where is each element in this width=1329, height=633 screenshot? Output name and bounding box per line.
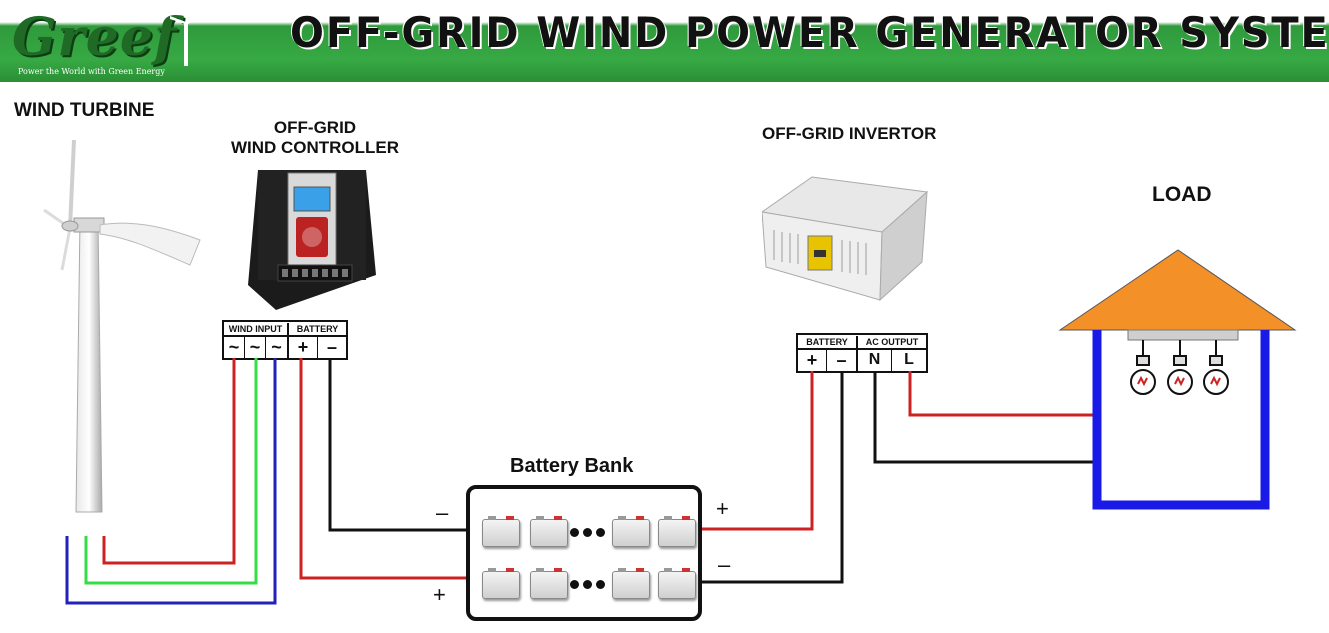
wire-invertor-minus <box>702 371 844 584</box>
invertor-terminal-plus: + <box>798 350 827 371</box>
invertor-terminal-l: L <box>904 351 914 368</box>
ellipsis-dot <box>570 580 579 589</box>
wind-controller-device <box>248 170 376 310</box>
wind-turbine-illustration <box>43 140 201 513</box>
invertor-terminal-minus: – <box>827 350 858 371</box>
controller-label-line2: WIND CONTROLLER <box>230 138 400 157</box>
load-label: LOAD <box>1152 183 1212 206</box>
battery-bank-box <box>466 485 702 621</box>
wire-controller-minus <box>328 358 466 532</box>
terminal-ac-2: ~ <box>245 337 266 358</box>
terminal-ac-1: ~ <box>224 337 245 358</box>
wire-invertor-plus <box>702 371 814 531</box>
invertor-battery-header: BATTERY <box>798 336 858 350</box>
wind-turbine-logo-icon <box>170 8 204 66</box>
battery-cell <box>482 568 520 599</box>
terminal-ac-3: ~ <box>266 337 289 358</box>
controller-label: OFF-GRID WIND CONTROLLER <box>210 118 420 158</box>
controller-terminal-minus: – <box>326 337 337 357</box>
controller-label-line1: OFF-GRID <box>273 118 357 137</box>
invertor-terminal-strip: BATTERY AC OUTPUT + – N L <box>796 333 928 373</box>
battery-cell <box>658 568 696 599</box>
wire-red-ac <box>102 358 236 565</box>
controller-battery-header: BATTERY <box>289 323 346 337</box>
battery-cell <box>612 516 650 547</box>
bank-right-plus-sign: + <box>716 496 729 521</box>
battery-cell <box>530 516 568 547</box>
bank-left-minus-sign: – <box>436 500 449 525</box>
logo-tagline: Power the World with Green Energy <box>18 67 165 76</box>
wind-turbine-label: WIND TURBINE <box>14 100 155 121</box>
ellipsis-dot <box>583 528 592 537</box>
ellipsis-dot <box>583 580 592 589</box>
bank-right-minus-sign: – <box>718 552 731 577</box>
controller-terminal-strip: WIND INPUT BATTERY ~ ~ ~ + – <box>222 320 348 360</box>
invertor-device <box>762 176 929 302</box>
invertor-label: OFF-GRID INVERTOR <box>762 124 937 143</box>
controller-terminal-plus: + <box>289 337 318 358</box>
battery-cell <box>482 516 520 547</box>
ellipsis-dot <box>570 528 579 537</box>
ellipsis-dot <box>596 528 605 537</box>
header-banner: Greef Power the World with Green Energy … <box>0 0 1329 82</box>
battery-cell <box>530 568 568 599</box>
light-bulbs <box>1130 340 1229 395</box>
wire-ac-l <box>908 371 1095 417</box>
wire-blue-ac <box>65 358 277 605</box>
ac-output-header: AC OUTPUT <box>858 336 926 350</box>
battery-bank-label: Battery Bank <box>510 455 634 477</box>
battery-cell <box>612 568 650 599</box>
house-walls <box>1092 330 1270 510</box>
bank-left-plus-sign: + <box>433 582 446 607</box>
battery-cell <box>658 516 696 547</box>
wire-controller-plus <box>299 358 466 580</box>
greef-logo: Greef Power the World with Green Energy <box>12 8 212 78</box>
invertor-terminal-n: N <box>858 350 892 371</box>
ellipsis-dot <box>596 580 605 589</box>
wind-input-header: WIND INPUT <box>224 323 289 337</box>
logo-text: Greef <box>12 7 178 68</box>
wire-green-ac <box>84 358 258 585</box>
page-title: OFF-GRID WIND POWER GENERATOR SYSTEM <box>290 8 1329 57</box>
wire-ac-n <box>873 371 1095 464</box>
house-roof <box>1058 249 1297 331</box>
